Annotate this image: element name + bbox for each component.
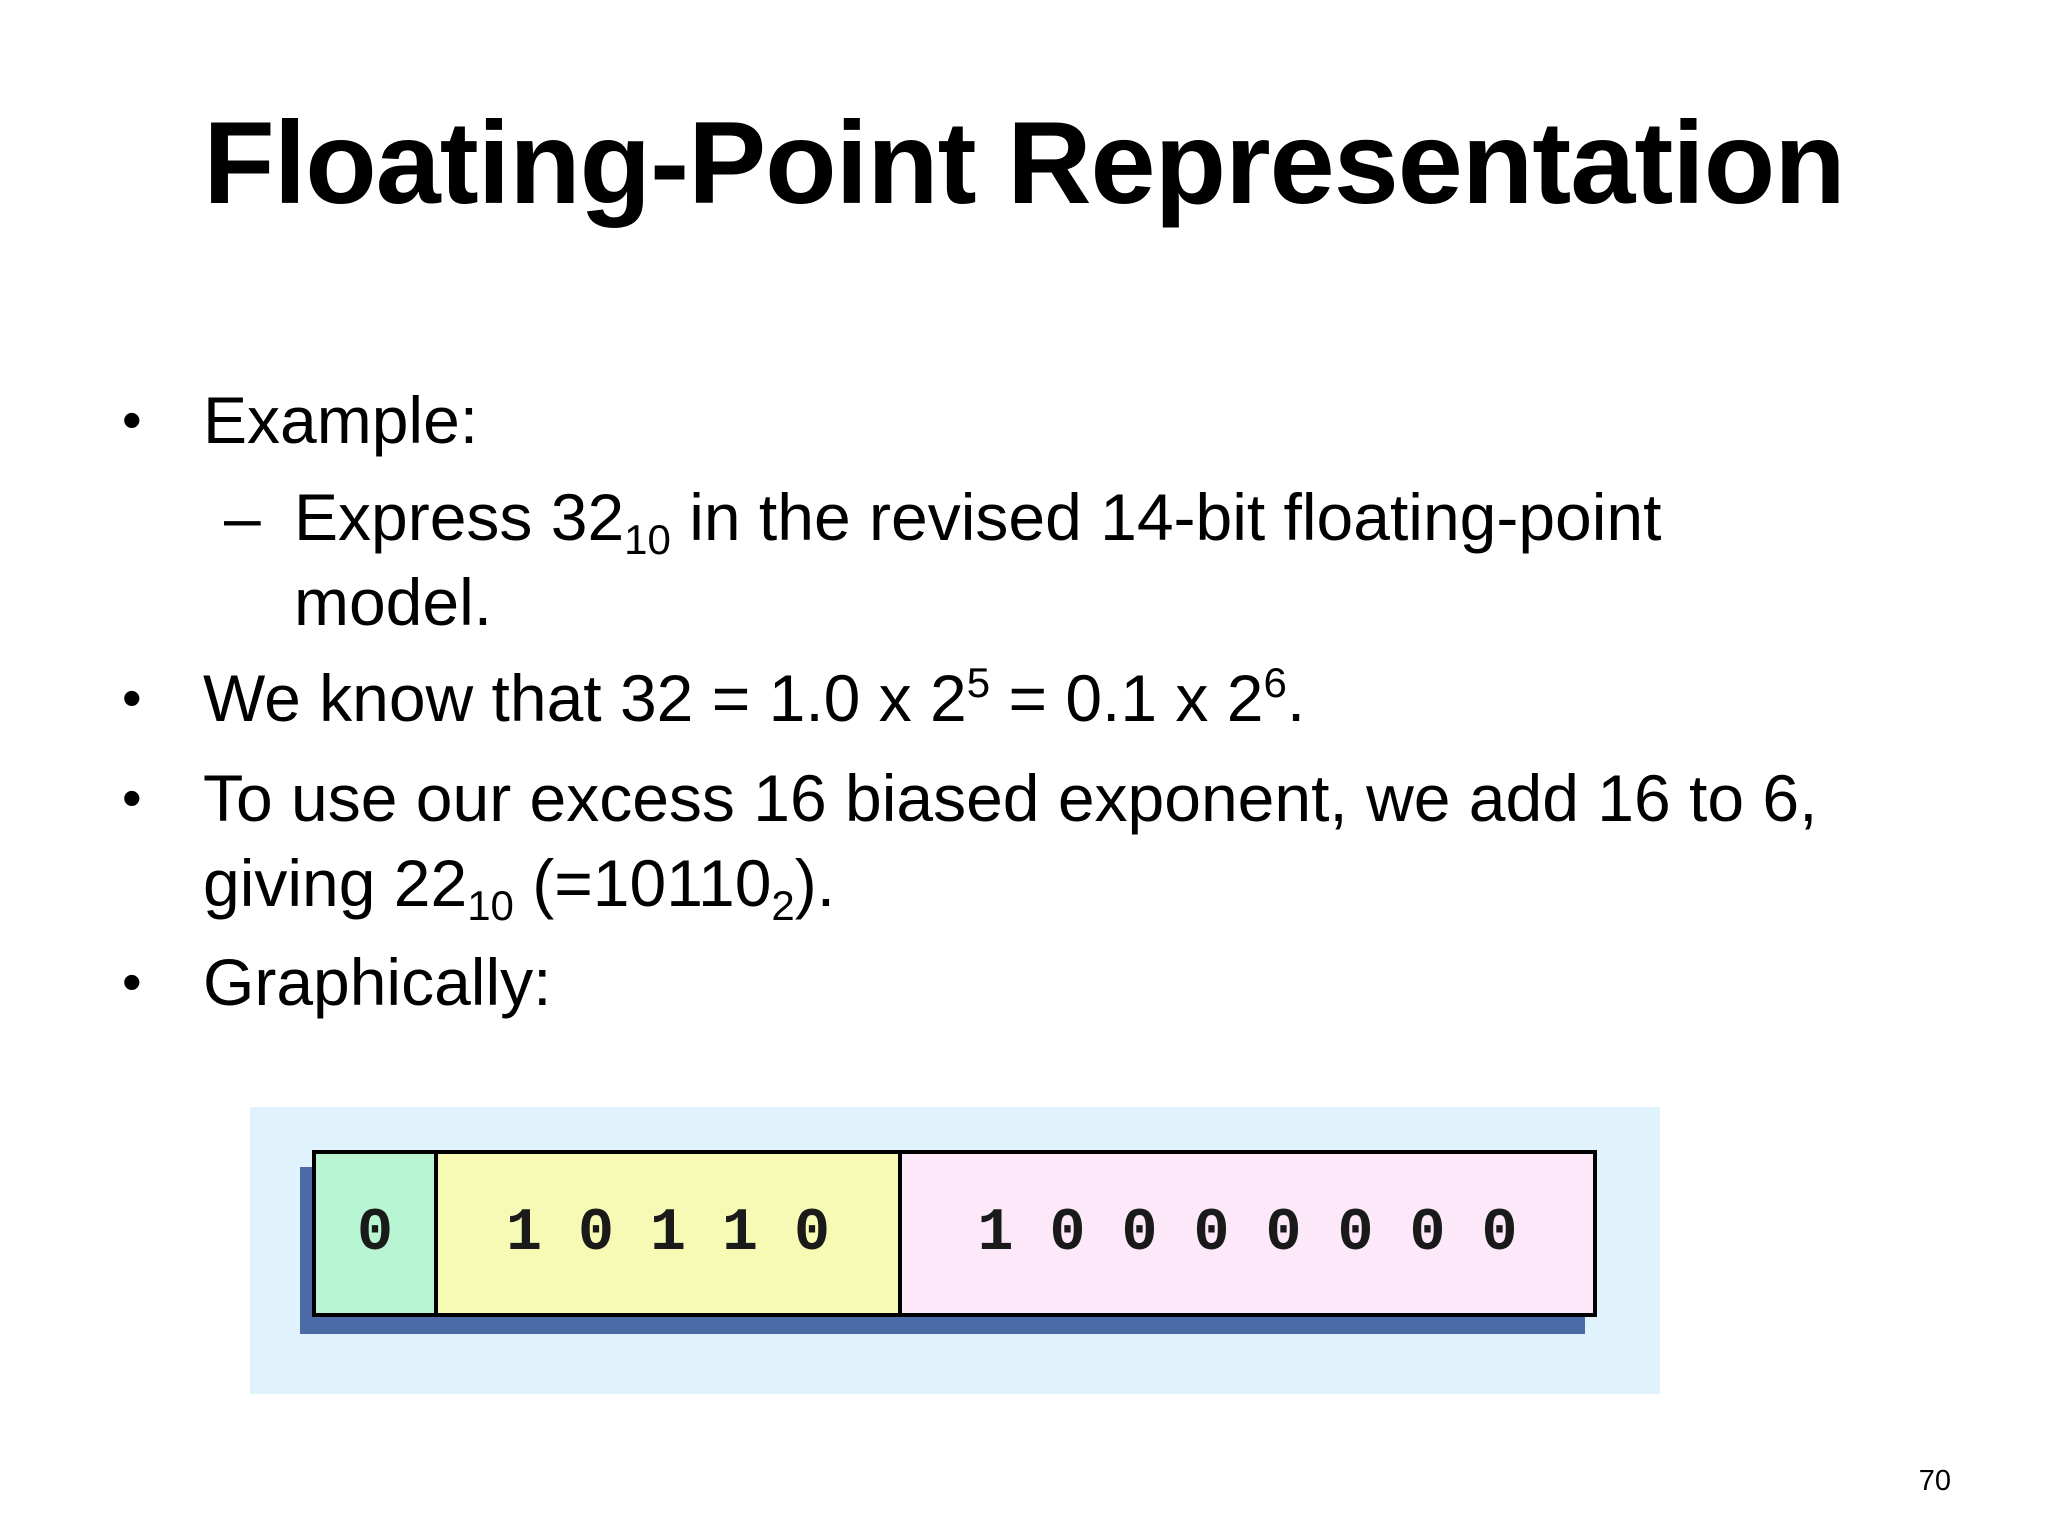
exponent-field: 1 0 1 1 0	[438, 1154, 902, 1313]
dash-marker: –	[224, 480, 261, 554]
sub-bullet-express: Express 3210 in the revised 14-bit float…	[294, 480, 1662, 563]
bullet-excess-bias: To use our excess 16 biased exponent, we…	[203, 761, 1818, 835]
sub-bullet-express-line2: model.	[294, 565, 493, 639]
bullet-marker: •	[122, 766, 142, 829]
sign-field: 0	[316, 1154, 438, 1313]
bullet-example: Example:	[203, 383, 479, 457]
page-number: 70	[1918, 1465, 1951, 1497]
significand-field: 1 0 0 0 0 0 0 0	[902, 1154, 1593, 1313]
bullet-marker: •	[122, 666, 142, 729]
floating-point-register: 0 1 0 1 1 0 1 0 0 0 0 0 0 0	[312, 1150, 1597, 1317]
bullet-marker: •	[122, 388, 142, 451]
slide-title: Floating-Point Representation	[203, 97, 1846, 228]
bullet-we-know: We know that 32 = 1.0 x 25 = 0.1 x 26.	[203, 659, 1306, 735]
bullet-excess-bias-line2: giving 2210 (=101102).	[203, 846, 836, 929]
bullet-marker: •	[122, 950, 142, 1013]
bullet-graphically: Graphically:	[203, 945, 552, 1019]
